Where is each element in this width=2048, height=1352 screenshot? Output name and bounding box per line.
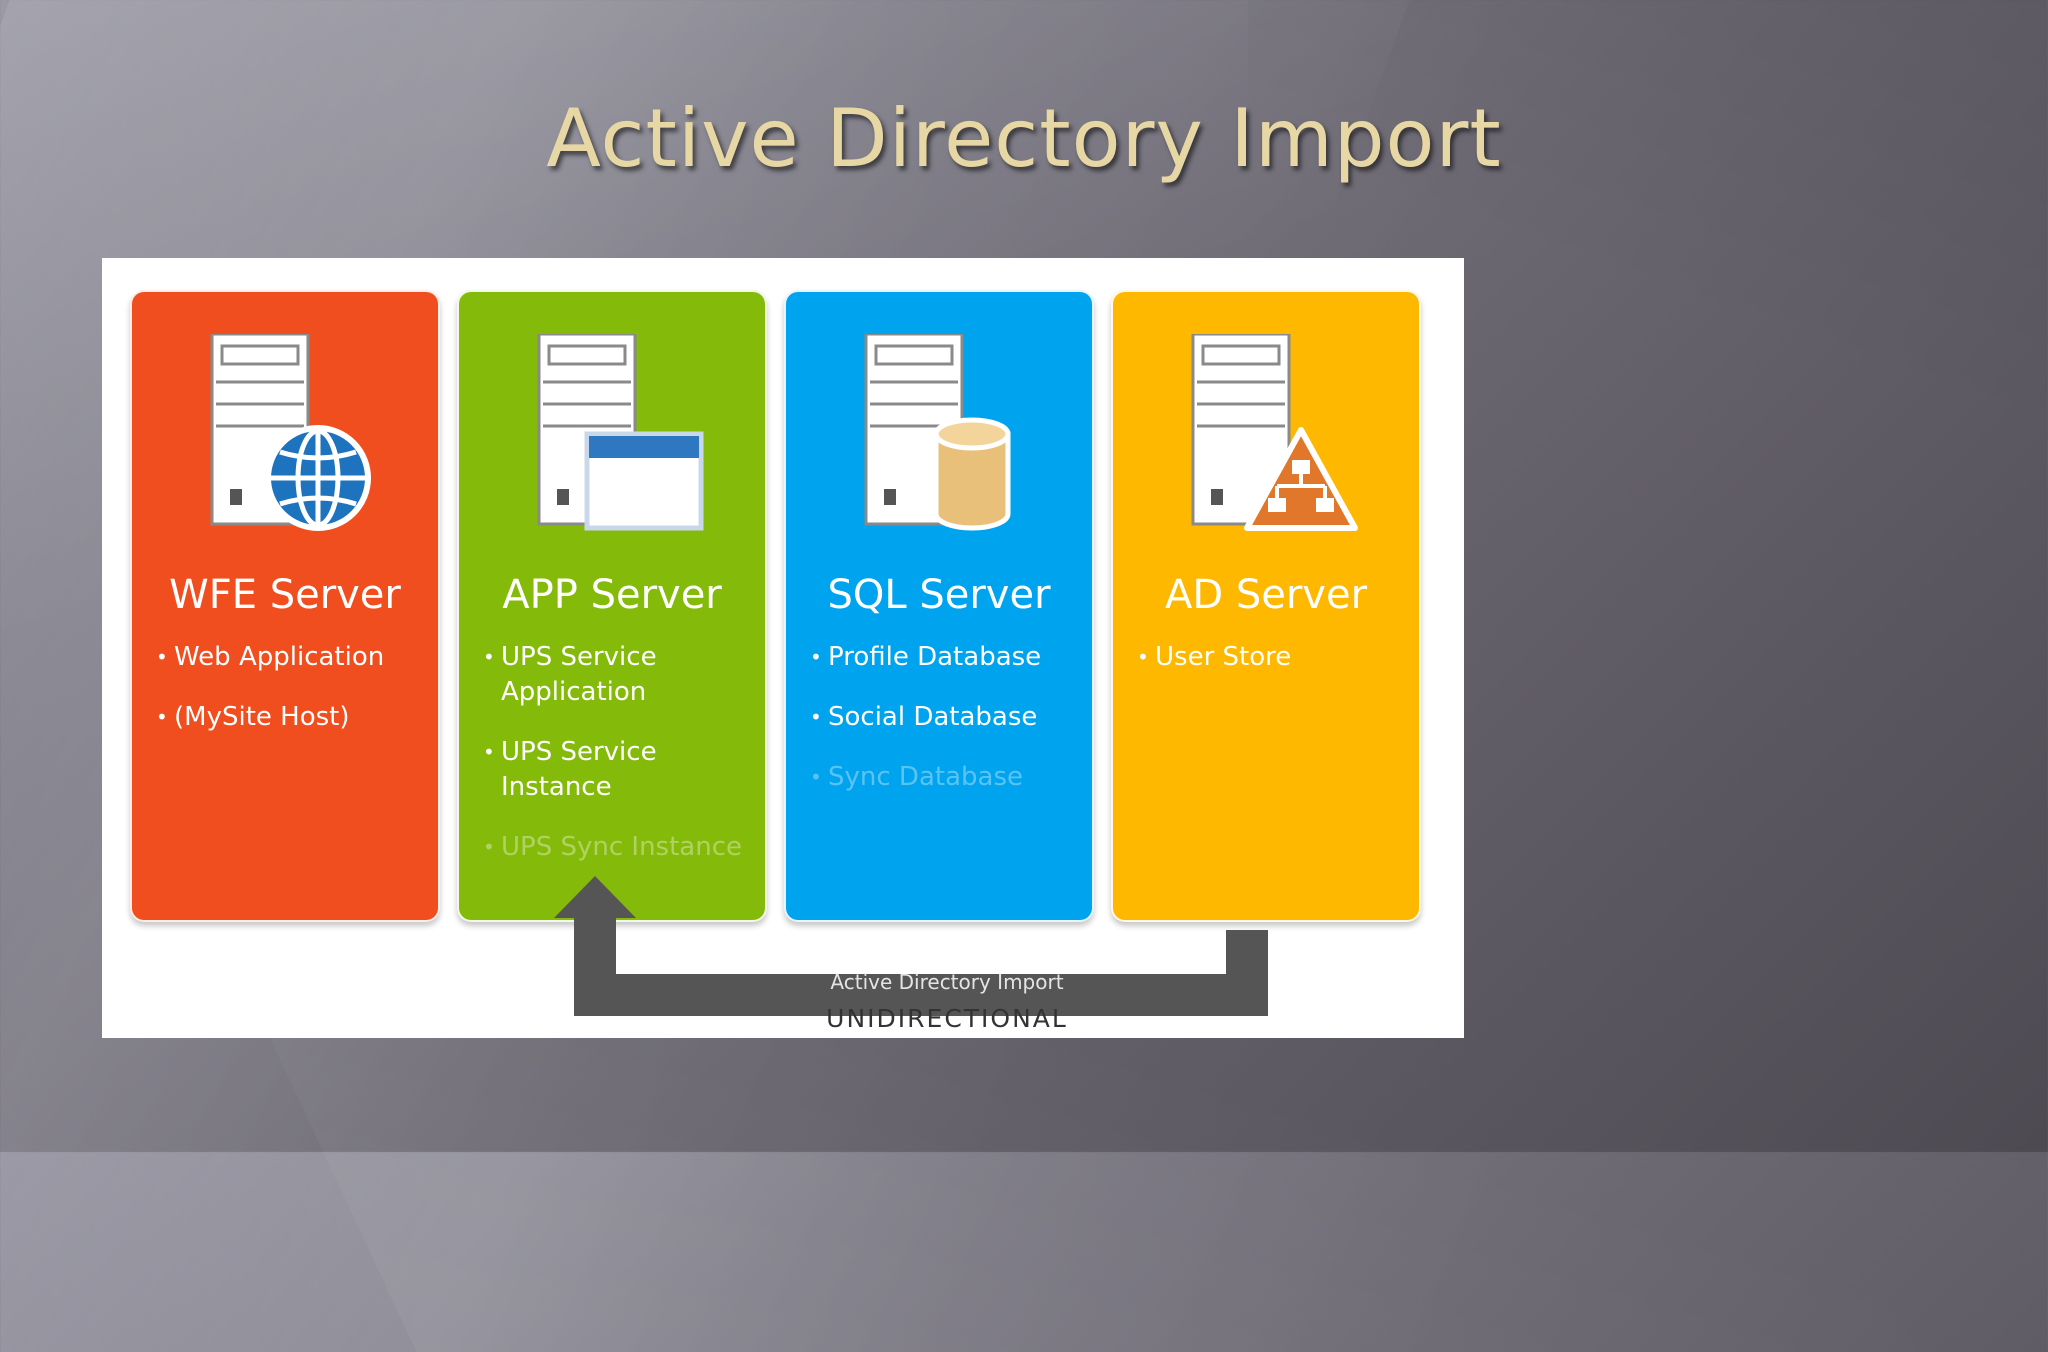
list-item: Social Database (810, 700, 1090, 735)
list-item: UPS Service Instance (483, 735, 763, 805)
diagram-panel: WFE Server Web Application (MySite Host)… (102, 258, 1464, 1038)
feature-list: Web Application (MySite Host) (156, 640, 436, 760)
list-item: (MySite Host) (156, 700, 436, 735)
flow-direction: UNIDIRECTIONAL (826, 1004, 1068, 1033)
server-name: SQL Server (827, 572, 1051, 618)
server-hierarchy-icon (1191, 334, 1358, 531)
ad-server-card: AD Server User Store (1111, 290, 1421, 922)
app-server-card: APP Server UPS Service Application UPS S… (457, 290, 767, 922)
list-item: Web Application (156, 640, 436, 675)
sql-server-card: SQL Server Profile Database Social Datab… (784, 290, 1094, 922)
server-window-icon (537, 334, 704, 531)
list-item: Sync Database (810, 760, 1090, 795)
slide-title: Active Directory Import (546, 92, 1502, 185)
feature-list: User Store (1137, 640, 1417, 700)
server-name: AD Server (1164, 572, 1368, 618)
feature-list: UPS Service Application UPS Service Inst… (483, 640, 763, 890)
list-item: UPS Service Application (483, 640, 763, 710)
server-name: APP Server (502, 572, 722, 618)
server-database-icon (864, 334, 1011, 531)
flow-label: Active Directory Import (830, 970, 1064, 994)
wfe-server-card: WFE Server Web Application (MySite Host) (130, 290, 440, 922)
list-item: Profile Database (810, 640, 1090, 675)
list-item: UPS Sync Instance (483, 830, 763, 865)
list-item: User Store (1137, 640, 1417, 675)
server-name: WFE Server (169, 572, 401, 618)
feature-list: Profile Database Social Database Sync Da… (810, 640, 1090, 820)
server-globe-icon (210, 334, 371, 531)
